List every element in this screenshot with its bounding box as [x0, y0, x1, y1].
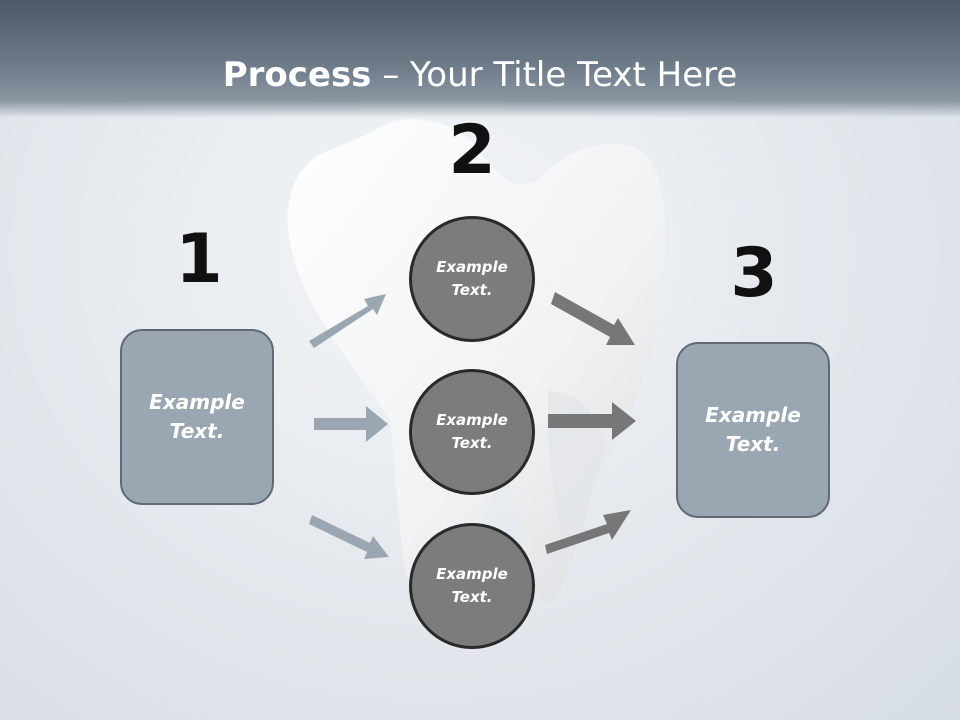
circle-bottom[interactable]: Example Text. — [409, 523, 535, 649]
slide-title: Process – Your Title Text Here — [0, 52, 960, 98]
right-box-text: Example Text. — [705, 403, 801, 456]
title-rest: – Your Title Text Here — [371, 55, 738, 95]
right-text-box[interactable]: Example Text. — [676, 342, 830, 518]
left-box-text: Example Text. — [149, 390, 245, 443]
title-bold: Process — [222, 55, 372, 95]
title-bar — [0, 0, 960, 118]
circle-middle-text: Example Text. — [436, 411, 508, 452]
step-number-2: 2 — [448, 111, 496, 190]
arrow-down-left — [309, 515, 389, 559]
left-text-box[interactable]: Example Text. — [120, 329, 274, 505]
arrow-down-right — [551, 292, 635, 345]
arrow-mid-left — [314, 406, 388, 442]
arrow-mid-right — [548, 402, 636, 440]
circle-middle[interactable]: Example Text. — [409, 369, 535, 495]
step-number-3: 3 — [730, 234, 778, 313]
circle-bottom-text: Example Text. — [436, 565, 508, 606]
arrow-up-right — [545, 510, 631, 554]
arrow-up-left — [309, 294, 386, 348]
circle-top[interactable]: Example Text. — [409, 216, 535, 342]
step-number-1: 1 — [175, 220, 223, 299]
circle-top-text: Example Text. — [436, 258, 508, 299]
